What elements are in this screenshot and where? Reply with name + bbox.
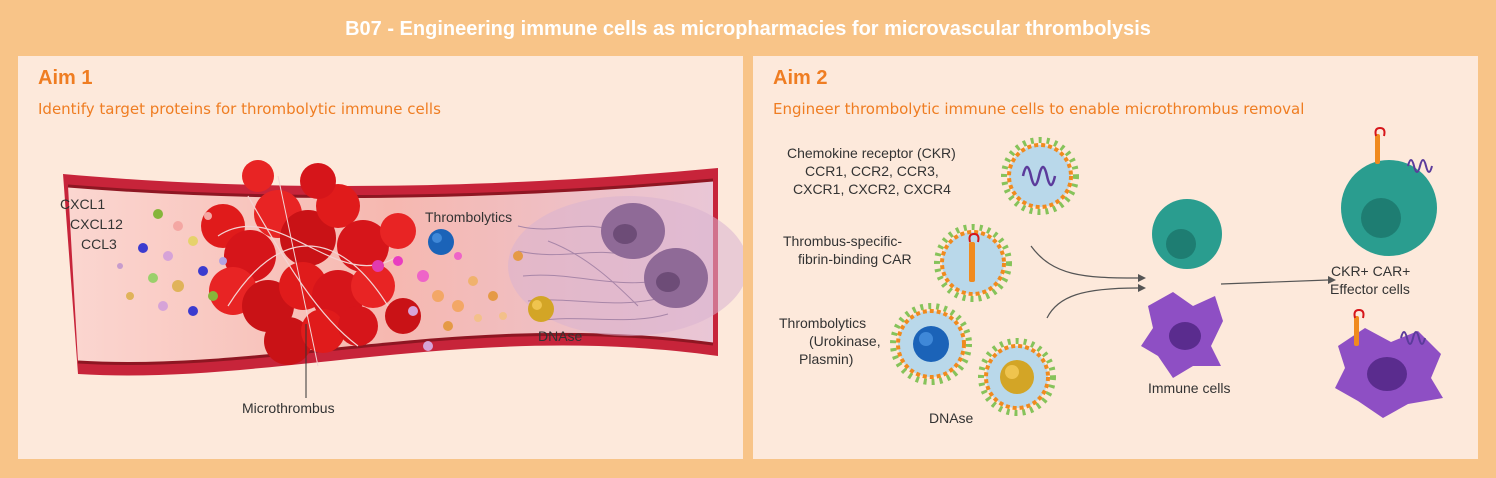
aim2-title: Aim 2 [773, 67, 828, 89]
immune-cells-label: Immune cells [1148, 380, 1230, 396]
effector-label-line1: CKR+ CAR+ [1331, 263, 1410, 279]
dnase-liposome [978, 338, 1056, 416]
arrow-to-immune-cells-upper [1030, 245, 1139, 279]
aim2-panel: Aim 2 Engineer thrombolytic immune cells… [753, 56, 1478, 459]
chemokine-particles [117, 209, 227, 316]
effector-cell-teal [1341, 126, 1437, 256]
ckr-label-line3: CXCR1, CXCR2, CXCR4 [793, 181, 951, 197]
blood-vessel-illustration: CXCL1 CXCL12 CCL3 Thrombolytics DNAse Mi… [60, 160, 743, 416]
effector-cell-purple [1335, 308, 1443, 418]
thrombolytics-label: Thrombolytics [425, 209, 512, 225]
thrombolytics-label-line1: Thrombolytics [779, 315, 866, 331]
ckr-liposome [1001, 137, 1079, 215]
immune-cell-teal [1152, 199, 1222, 269]
ckr-label-line2: CCR1, CCR2, CCR3, [805, 163, 939, 179]
aim1-panel: Aim 1 Identify target proteins for throm… [18, 56, 743, 459]
arrow-to-effector-cells [1220, 279, 1329, 285]
immune-cell-purple [1141, 292, 1223, 378]
thrombolytic-molecule [428, 229, 454, 255]
thrombolytics-label-line2: (Urokinase, [809, 333, 881, 349]
figure-title: B07 - Engineering immune cells as microp… [345, 18, 1151, 40]
dnase-label: DNAse [929, 410, 974, 426]
thrombolytics-label-line3: Plasmin) [799, 351, 853, 367]
aim1-title: Aim 1 [38, 67, 93, 89]
arrow-to-immune-cells-lower [1046, 287, 1139, 319]
microthrombus-cluster [201, 160, 421, 367]
dnase-molecule [528, 296, 554, 322]
engineering-illustration: Chemokine receptor (CKR) CCR1, CCR2, CCR… [779, 126, 1443, 426]
car-liposome [934, 224, 1012, 302]
chemokine-label-cxcl12: CXCL12 [70, 216, 123, 232]
thrombolytic-particles [372, 251, 523, 351]
dnase-label: DNAse [538, 328, 583, 344]
aim2-subtitle: Engineer thrombolytic immune cells to en… [773, 100, 1305, 118]
chemokine-label-ccl3: CCL3 [81, 236, 117, 252]
thrombolytics-liposome [890, 303, 972, 385]
car-label-line1: Thrombus-specific- [783, 233, 902, 249]
car-label-line2: fibrin-binding CAR [798, 251, 912, 267]
microthrombus-label: Microthrombus [242, 400, 335, 416]
chemokine-label-cxcl1: CXCL1 [60, 196, 105, 212]
aim1-subtitle: Identify target proteins for thrombolyti… [38, 100, 441, 118]
effector-label-line2: Effector cells [1330, 281, 1410, 297]
ckr-label-line1: Chemokine receptor (CKR) [787, 145, 956, 161]
